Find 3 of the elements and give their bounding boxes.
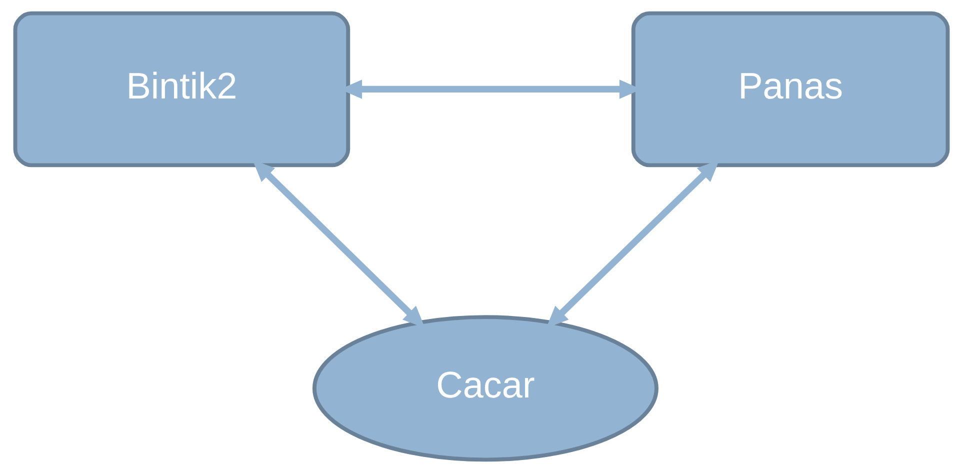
node-ellipse: Cacar [312,315,658,462]
node-box: Panas [631,11,950,168]
node-box: Bintik2 [13,11,350,168]
